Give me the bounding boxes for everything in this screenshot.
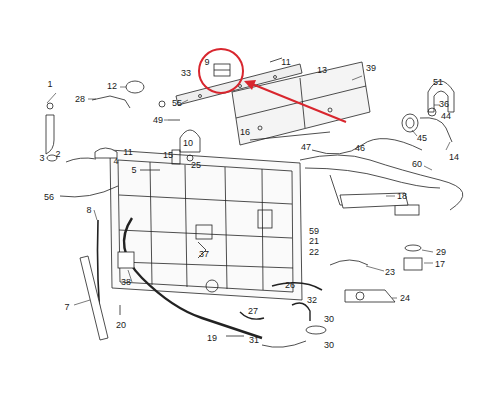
callout-number: 11: [281, 57, 290, 67]
wire-harness: [300, 139, 463, 215]
callout-number: 4: [113, 156, 118, 166]
callout-number: 9: [204, 57, 209, 67]
callout-number: 3: [39, 153, 44, 163]
callout-number: 59: [309, 226, 319, 236]
callout-number: 24: [400, 293, 410, 303]
callout-number: 39: [366, 63, 376, 73]
callout-number: 1: [47, 79, 52, 89]
callout-number: 37: [199, 249, 209, 259]
callout-number: 28: [75, 94, 85, 104]
callout-number: 55: [172, 98, 182, 108]
callout-number: 45: [417, 133, 427, 143]
callout-number: 25: [191, 160, 201, 170]
callout-number: 56: [44, 192, 54, 202]
callout-number: 38: [121, 277, 131, 287]
console-panel: [232, 62, 370, 145]
callout-number: 32: [307, 295, 317, 305]
callout-number: 18: [397, 191, 407, 201]
callout-number: 60: [412, 159, 422, 169]
back-panel: [110, 150, 302, 300]
callout-number: 27: [248, 306, 258, 316]
callout-number: 5: [131, 165, 136, 175]
callout-number: 21: [309, 236, 319, 246]
callout-number: 49: [153, 115, 163, 125]
callout-number: 22: [309, 247, 319, 257]
callout-number: 51: [433, 77, 443, 87]
callout-number: 46: [355, 143, 365, 153]
callout-number: 16: [240, 127, 250, 137]
callout-number: 23: [385, 267, 395, 277]
callout-number: 36: [439, 99, 449, 109]
callout-number: 31: [249, 335, 259, 345]
callout-number: 7: [64, 302, 69, 312]
callout-number: 10: [183, 138, 193, 148]
callout-number: 30: [324, 340, 334, 350]
callout-number: 15: [163, 150, 173, 160]
pump: [345, 290, 395, 302]
lid-switch: [214, 64, 230, 76]
callout-number: 12: [107, 81, 117, 91]
callout-number: 47: [301, 142, 311, 152]
callout-number: 2: [55, 149, 60, 159]
callout-number: 26: [285, 280, 295, 290]
callout-number: 13: [317, 65, 327, 75]
callout-number: 29: [436, 247, 446, 257]
highlight: [199, 49, 346, 122]
callout-number: 44: [441, 111, 451, 121]
fill-hose-fitting: [46, 103, 57, 161]
callout-number: 33: [181, 68, 191, 78]
callout-number: 14: [449, 152, 459, 162]
callout-number: 19: [207, 333, 217, 343]
callout-number: 30: [324, 314, 334, 324]
callout-number: 11: [123, 147, 132, 157]
callout-number: 20: [116, 320, 126, 330]
callout-number: 8: [86, 205, 91, 215]
callout-number: 17: [435, 259, 445, 269]
leader-lines: [47, 76, 450, 305]
